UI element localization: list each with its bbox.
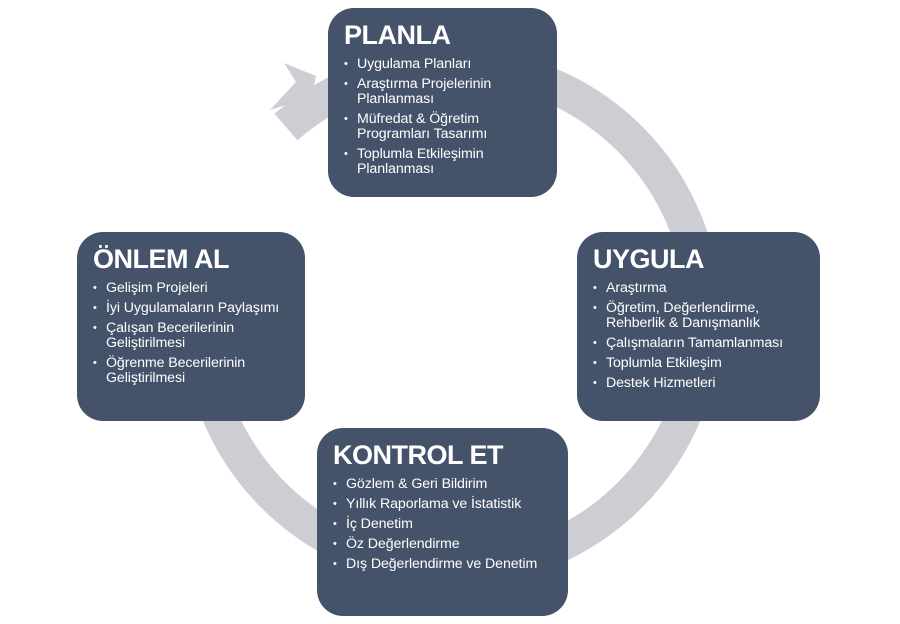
stage-item: •Araştırma	[593, 280, 667, 296]
stage-box-uygula: UYGULA •Araştırma •Öğretim, Değerlendirm…	[577, 232, 820, 421]
stage-item: •Gelişim Projeleri	[93, 280, 208, 296]
stage-item: •Araştırma Projelerinin Planlanması	[344, 76, 492, 107]
stage-list-planla: •Uygulama Planları •Araştırma Projelerin…	[344, 57, 543, 177]
bullet-icon: •	[93, 322, 97, 334]
bullet-icon: •	[344, 148, 348, 160]
bullet-icon: •	[333, 518, 337, 530]
stage-item: •Çalışan Becerilerinin Geliştirilmesi	[93, 320, 235, 351]
stage-item: •Toplumla Etkileşimin Planlanması	[344, 146, 484, 177]
bullet-icon: •	[333, 478, 337, 490]
stage-item: •Toplumla Etkileşim	[593, 355, 722, 371]
bullet-icon: •	[593, 357, 597, 369]
stage-item: •Uygulama Planları	[344, 56, 472, 72]
stage-item: •Yıllık Raporlama ve İstatistik	[333, 496, 522, 512]
stage-list-onlem-al: •Gelişim Projeleri •İyi Uygulamaların Pa…	[93, 281, 291, 386]
stage-box-onlem-al: ÖNLEM AL •Gelişim Projeleri •İyi Uygulam…	[77, 232, 305, 421]
stage-title-kontrol-et: KONTROL ET	[333, 440, 504, 470]
stage-title-uygula: UYGULA	[593, 244, 705, 274]
bullet-icon: •	[593, 282, 597, 294]
stage-title-onlem-al: ÖNLEM AL	[93, 244, 229, 274]
bullet-icon: •	[333, 538, 337, 550]
bullet-icon: •	[333, 498, 337, 510]
cycle-arrowhead-icon	[270, 63, 316, 110]
stage-item: •Çalışmaların Tamamlanması	[593, 335, 784, 351]
stage-title-planla: PLANLA	[344, 20, 451, 50]
bullet-icon: •	[344, 78, 348, 90]
stage-item: •Gözlem & Geri Bildirim	[333, 476, 488, 492]
bullet-icon: •	[333, 558, 337, 570]
bullet-icon: •	[593, 337, 597, 349]
stage-item: •İç Denetim	[333, 516, 413, 532]
stage-item: •Öz Değerlendirme	[333, 536, 460, 552]
bullet-icon: •	[344, 58, 348, 70]
stage-item: •Destek Hizmetleri	[593, 375, 716, 391]
bullet-icon: •	[93, 282, 97, 294]
stage-item: •Müfredat & Öğretim Programları Tasarımı	[344, 111, 488, 142]
stage-list-uygula: •Araştırma •Öğretim, Değerlendirme, Rehb…	[593, 281, 806, 391]
stage-item: •Öğrenme Becerilerinin Geliştirilmesi	[93, 355, 246, 386]
stage-item: •İyi Uygulamaların Paylaşımı	[93, 300, 280, 316]
bullet-icon: •	[93, 302, 97, 314]
stage-item: •Öğretim, Değerlendirme, Rehberlik & Dan…	[593, 300, 760, 331]
stage-list-kontrol-et: •Gözlem & Geri Bildirim •Yıllık Raporlam…	[333, 477, 554, 572]
bullet-icon: •	[93, 357, 97, 369]
bullet-icon: •	[593, 377, 597, 389]
bullet-icon: •	[593, 302, 597, 314]
bullet-icon: •	[344, 113, 348, 125]
stage-box-kontrol-et: KONTROL ET •Gözlem & Geri Bildirim •Yıll…	[317, 428, 568, 616]
stage-item: •Dış Değerlendirme ve Denetim	[333, 556, 538, 572]
stage-box-planla: PLANLA •Uygulama Planları •Araştırma Pro…	[328, 8, 557, 197]
